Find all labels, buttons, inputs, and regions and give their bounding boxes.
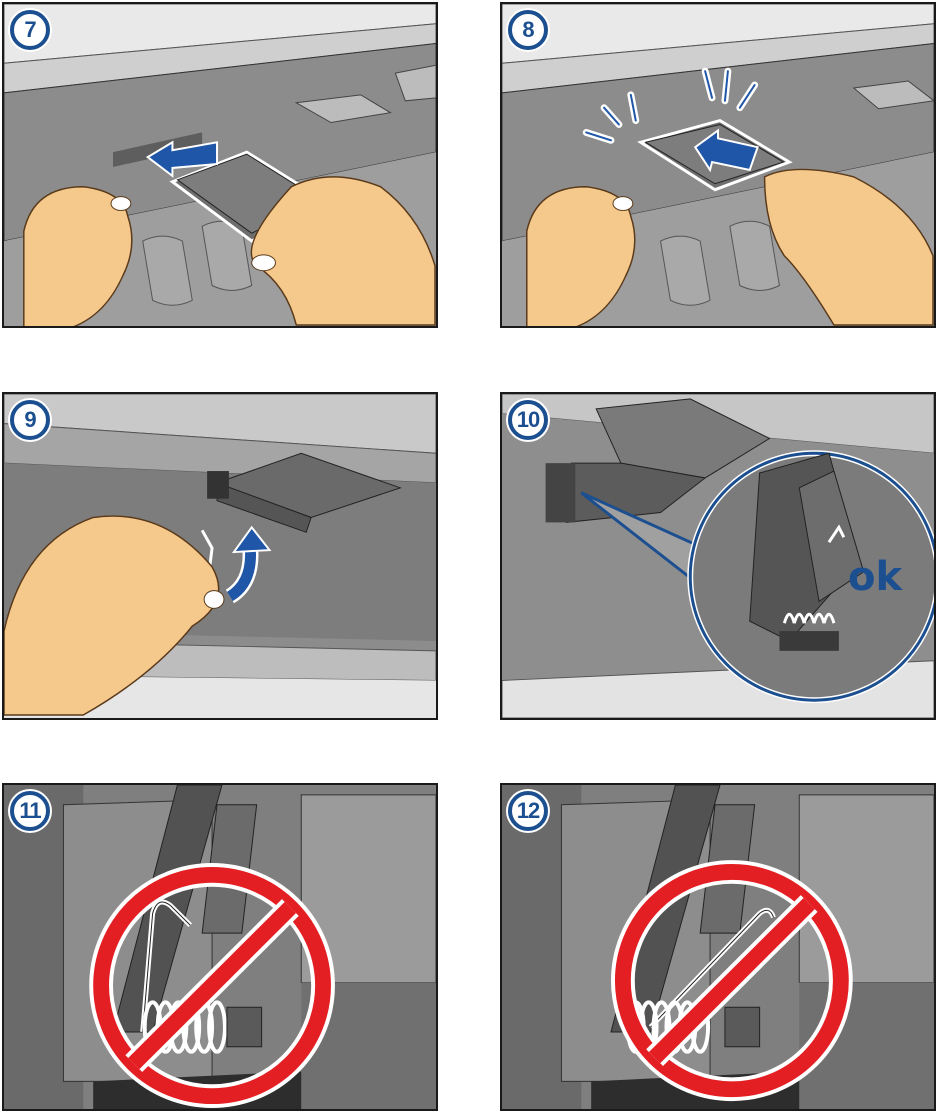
step-10-panel: 10 ok xyxy=(500,392,936,720)
step-9-panel: 9 xyxy=(2,392,438,720)
step-7-illustration xyxy=(4,4,436,326)
step-11-illustration xyxy=(4,785,436,1109)
step-11-badge: 11 xyxy=(10,791,50,831)
step-7-panel: 7 xyxy=(2,2,438,328)
step-10-badge: 10 xyxy=(508,400,548,440)
ok-label: ok xyxy=(848,554,902,600)
step-9-badge: 9 xyxy=(10,400,50,440)
step-7-badge: 7 xyxy=(10,10,50,50)
step-11-panel: 11 xyxy=(2,783,438,1111)
step-12-badge: 12 xyxy=(508,791,548,831)
step-12-panel: 12 xyxy=(500,783,936,1111)
step-8-badge: 8 xyxy=(508,10,548,50)
step-8-illustration xyxy=(502,4,934,326)
step-8-panel: 8 xyxy=(500,2,936,328)
step-9-illustration xyxy=(4,394,436,718)
step-12-illustration xyxy=(502,785,934,1109)
